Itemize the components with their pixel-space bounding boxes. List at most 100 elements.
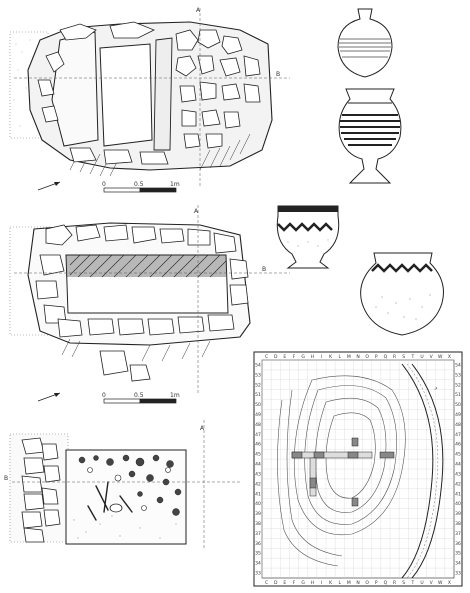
grid-number-right: 34 [455, 561, 461, 567]
grid-letter-top: R [393, 354, 396, 360]
grid-number-left: 49 [255, 412, 261, 418]
grid-letter-top: Q [384, 354, 388, 360]
grid-number-right: 42 [455, 481, 461, 487]
grid-number-left: 43 [255, 471, 261, 477]
section-mark-b: B [4, 475, 8, 482]
grid-letter-top: F [293, 354, 296, 360]
grid-number-right: 46 [455, 442, 461, 448]
tomb-plan-1-svg: A B 0 0.5 1m [9, 7, 290, 193]
grid-letter-bottom: O [365, 580, 369, 586]
scale-label-1m: 1m [170, 181, 180, 188]
section-mark-a: A [194, 208, 199, 215]
map-north-arrow-icon: ↗ [434, 387, 438, 392]
vessel-4-svg [360, 252, 444, 336]
grid-letter-top: V [430, 354, 434, 360]
grid-letter-bottom: R [393, 580, 396, 586]
north-arrow-icon [37, 181, 61, 191]
grid-number-left: 38 [255, 521, 261, 527]
grid-letter-bottom: W [438, 580, 443, 586]
grid-number-right: 50 [455, 402, 461, 408]
grid-letter-bottom: I [321, 580, 322, 586]
grid-letter-bottom: D [274, 580, 278, 586]
grid-number-right: 33 [455, 571, 461, 577]
grid-number-left: 48 [255, 422, 261, 428]
grid-number-right: 39 [455, 511, 461, 517]
grid-number-right: 48 [455, 422, 461, 428]
grid-letter-top: W [438, 354, 443, 360]
vessel-rounded-jar [352, 247, 452, 342]
grid-number-right: 38 [455, 521, 461, 527]
grid-number-right: 54 [455, 362, 461, 368]
grid-number-left: 37 [255, 531, 261, 537]
grid-letter-top: C [265, 354, 268, 360]
grid-number-left: 42 [255, 481, 261, 487]
grid-number-right: 51 [455, 392, 461, 398]
section-mark-a: A [196, 7, 201, 14]
grid-number-left: 40 [255, 501, 261, 507]
scale-bar-2: 0 0.5 1m [102, 392, 180, 404]
grid-letter-top: H [311, 354, 314, 360]
north-arrow-icon [37, 392, 61, 402]
vessel-chevron-bowl [268, 198, 348, 274]
grid-number-right: 53 [455, 372, 461, 378]
grid-number-left: 50 [255, 402, 261, 408]
grid-number-right: 49 [455, 412, 461, 418]
grid-number-left: 51 [255, 392, 261, 398]
grid-number-right: 41 [455, 491, 461, 497]
scale-label-1m: 1m [170, 392, 180, 399]
section-mark-a: A [200, 425, 205, 432]
vessel-1-svg [337, 8, 393, 78]
grid-letter-top: N [356, 354, 359, 360]
grid-letter-bottom: K [329, 580, 333, 586]
grid-letter-bottom: V [430, 580, 434, 586]
grid-number-right: 35 [455, 551, 461, 557]
section-mark-b: B [276, 71, 280, 78]
grid-letter-bottom: Q [384, 580, 388, 586]
grid-letter-top: X [448, 354, 451, 360]
grid-number-right: 40 [455, 501, 461, 507]
grid-letter-top: U [420, 354, 423, 360]
grid-number-left: 39 [255, 511, 261, 517]
grid-number-left: 41 [255, 491, 261, 497]
grid-number-right: 37 [455, 531, 461, 537]
vessel-2-svg [338, 88, 402, 184]
grid-number-left: 45 [255, 452, 261, 458]
grid-letter-bottom: P [375, 580, 378, 586]
tomb-plan-3-svg: A B [4, 420, 240, 550]
grid-letter-top: O [365, 354, 369, 360]
grid-number-left: 53 [255, 372, 261, 378]
scale-label-0: 0 [102, 392, 106, 399]
grid-letter-top: D [274, 354, 278, 360]
vessel-3-svg [276, 205, 340, 269]
grid-letter-top: K [329, 354, 333, 360]
grid-letter-bottom: G [301, 580, 305, 586]
grid-letter-top: G [301, 354, 305, 360]
tomb-plan-drawing-3: A B [0, 420, 250, 590]
grid-letter-bottom: X [448, 580, 451, 586]
grid-number-right: 44 [455, 462, 461, 468]
grid-letter-bottom: M [347, 580, 351, 586]
grid-number-left: 35 [255, 551, 261, 557]
grid-letter-bottom: L [338, 580, 341, 586]
grid-letter-bottom: F [293, 580, 296, 586]
grid-letter-top: L [338, 354, 341, 360]
tomb-plan-drawing-1: A B 0 0.5 1m [0, 0, 300, 200]
grid-letter-bottom: T [410, 580, 414, 586]
grid-letter-top: M [347, 354, 351, 360]
grid-number-left: 33 [255, 571, 261, 577]
grid-number-right: 43 [455, 471, 461, 477]
grid-letter-bottom: N [356, 580, 359, 586]
grid-number-left: 47 [255, 432, 261, 438]
grid-number-left: 52 [255, 382, 261, 388]
grid-letter-bottom: H [311, 580, 314, 586]
grid-number-left: 44 [255, 462, 261, 468]
grid-letter-top: P [375, 354, 378, 360]
grid-number-left: 54 [255, 362, 261, 368]
grid-number-left: 46 [255, 442, 261, 448]
grid-number-right: 36 [455, 541, 461, 547]
grid-letter-top: S [402, 354, 405, 360]
grid-letter-top: T [410, 354, 414, 360]
grid-number-right: 52 [455, 382, 461, 388]
